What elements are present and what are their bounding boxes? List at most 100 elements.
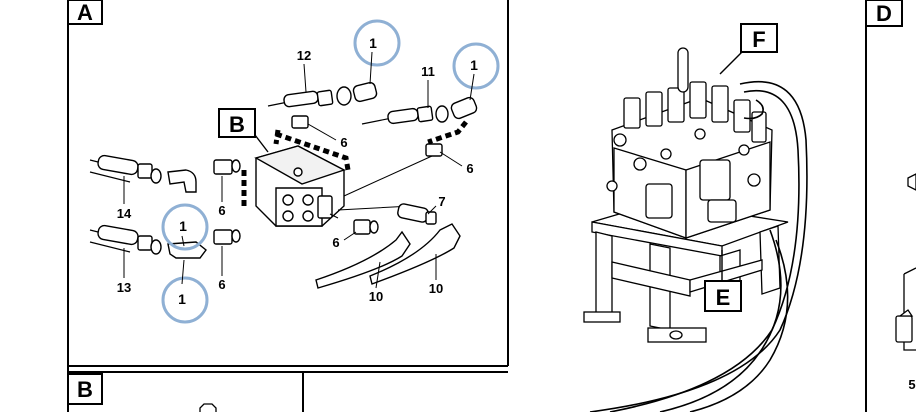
adapter-6-right [425, 143, 443, 157]
valve-stack [606, 47, 773, 239]
hydraulic-line-1 [589, 80, 808, 412]
hose-11-nut [416, 105, 434, 123]
hose-assembly-diagram [89, 81, 478, 289]
valve-port-4 [302, 210, 314, 222]
valve-fitting-a [613, 133, 627, 147]
hose-11-fitting [435, 105, 449, 123]
hose-11-body [387, 107, 419, 125]
panel-d-part-top [907, 173, 916, 191]
hydraulic-lines [589, 80, 808, 412]
panel-b-label-box [67, 373, 103, 405]
valve-section-1 [623, 97, 641, 129]
part-number-10-b: 10 [429, 281, 443, 296]
hose-14-fitting [150, 168, 162, 184]
hose-13-fitting [150, 239, 162, 255]
panel-d-label: D [876, 1, 892, 26]
valve-fitting-c [660, 148, 672, 160]
panel-a-label: A [77, 0, 93, 25]
callout-ring-1 [353, 19, 401, 67]
valve-fitting-f [747, 173, 761, 187]
valve-module-b [699, 159, 731, 201]
part-number-6-b: 6 [466, 161, 473, 176]
adapter-6-lower [353, 219, 371, 235]
hydraulic-line-4 [689, 239, 789, 412]
valve-fitting-e [738, 144, 750, 156]
valve-section-5 [711, 85, 729, 123]
valve-section-2 [645, 91, 663, 127]
hose-12-nut [316, 89, 334, 107]
callout-number-2: 1 [470, 57, 478, 73]
hose-11-elbow [450, 96, 478, 120]
part-6-b-leader [439, 151, 463, 167]
part-7-leader [427, 205, 437, 215]
adapter-6-left-top [213, 159, 233, 175]
section-f-leader [719, 51, 743, 75]
part-12-leader [303, 63, 307, 93]
control-valve-assembly [583, 47, 789, 343]
callout-number-1: 1 [369, 35, 377, 51]
hose-14-body [97, 154, 139, 176]
section-e-label-box [704, 280, 742, 312]
hydraulic-line-5 [743, 99, 764, 120]
dashed-leader-top [273, 129, 351, 171]
valve-module-a [645, 183, 673, 219]
part-number-5: 5 [908, 377, 915, 392]
part-number-10-a: 10 [369, 289, 383, 304]
valve-port-2 [302, 194, 314, 206]
valve-bolt [293, 167, 303, 177]
hose-12-elbow [352, 81, 378, 103]
section-b-label-box [218, 108, 256, 138]
valve-section-7 [751, 111, 767, 143]
panel-b-content [199, 403, 217, 412]
valve-section-4 [689, 81, 707, 119]
valve-port-3 [282, 210, 294, 222]
fitting-7 [397, 203, 429, 223]
stand-mid-bolt [669, 330, 683, 340]
dashed-leader-right [427, 120, 468, 145]
part-number-11: 11 [421, 64, 435, 79]
part-numbers: 12 11 6 6 6 6 6 14 13 7 10 10 [117, 48, 474, 304]
section-e-label: E [716, 285, 731, 310]
part-number-7: 7 [438, 194, 445, 209]
stand-left-foot [583, 311, 621, 323]
callout-1-leader [369, 51, 373, 85]
valve-pipe-loop [677, 47, 689, 93]
section-b-label: B [229, 112, 245, 137]
adapter-6-left-bottom [213, 229, 233, 245]
callout-numbers: 1 1 1 1 [178, 35, 478, 307]
part-10-a-leader [375, 261, 381, 289]
valve-fitting-b [633, 157, 647, 171]
panel-d-label-box [865, 0, 903, 27]
part-number-6-d: 6 [218, 277, 225, 292]
stand-brace [611, 261, 691, 297]
callout-number-3: 1 [179, 218, 187, 234]
panel-d-fitting [895, 315, 913, 343]
valve-port-1 [282, 194, 294, 206]
hose-12-body [283, 90, 319, 108]
callout-rings [161, 19, 500, 324]
section-f-label: F [752, 27, 765, 52]
adapter-6-left-bottom-end [231, 229, 241, 243]
hose-13-nut [137, 235, 153, 251]
part-number-6-e: 6 [332, 235, 339, 250]
callout-ring-2 [452, 42, 500, 90]
adapter-6-top [291, 115, 309, 129]
hose-10-left [315, 230, 411, 289]
panel-d-content [895, 173, 916, 351]
hose-14-elbow [167, 169, 197, 193]
panel-a-frame [67, 0, 509, 412]
adapter-6-lower-end [369, 220, 379, 234]
callout-3-leader [181, 235, 185, 247]
valve-side-port [317, 195, 333, 219]
section-b-leader [254, 134, 269, 153]
valve-module-c [707, 199, 737, 223]
valve-section-6 [733, 99, 751, 133]
part-6-a-leader [307, 123, 337, 141]
stand-right-back [759, 225, 781, 295]
dashed-leaders [241, 120, 468, 206]
part-6-e-leader [343, 231, 357, 241]
callout-2-leader [469, 73, 475, 101]
hose-12-fitting [336, 86, 352, 106]
valve-section-3 [667, 87, 685, 123]
